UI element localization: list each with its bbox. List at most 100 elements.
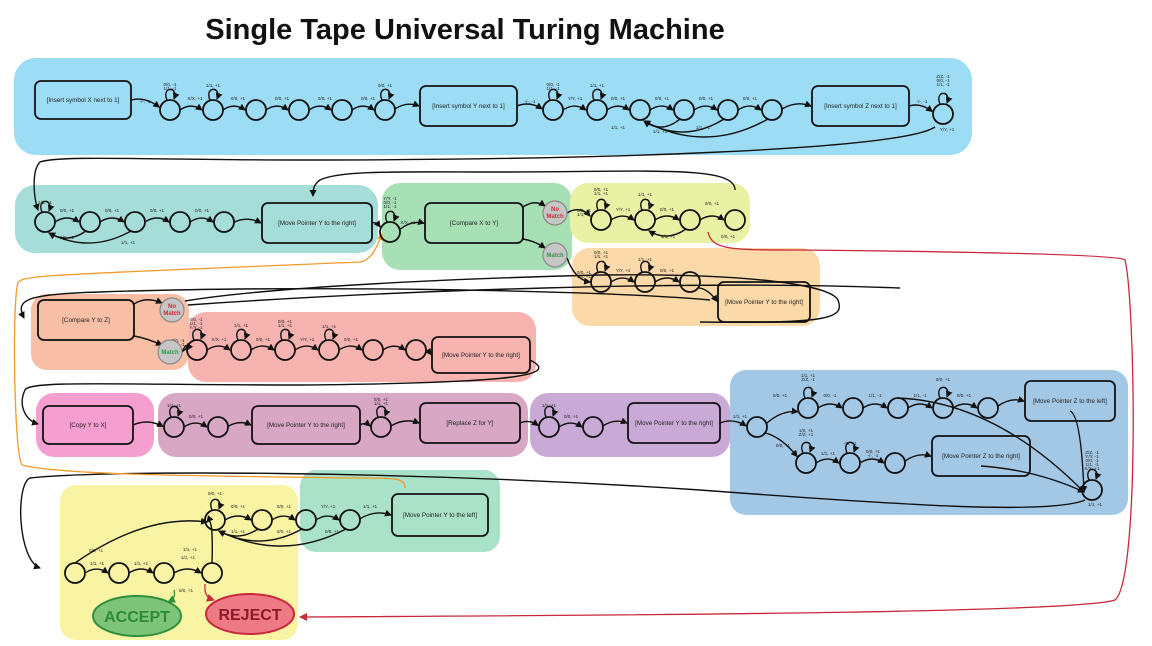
state-i3[interactable]: [370, 416, 392, 438]
transition-arrow: [227, 419, 252, 428]
match-node-xy[interactable]: [542, 242, 568, 268]
state-g3[interactable]: [679, 271, 701, 293]
transition-label: X/X, +1: [211, 337, 227, 342]
transition-label: 0/0, -1: [171, 338, 184, 343]
state-k9[interactable]: [884, 452, 906, 474]
transition-label: 1/0, +1: [799, 428, 814, 433]
transition-arrow: [222, 103, 246, 111]
process-box-mvY1[interactable]: [261, 202, 373, 244]
process-box-insZ[interactable]: [811, 85, 910, 127]
transition-label: 0/0, +1: [179, 588, 194, 593]
transition-label: -/-, -1: [868, 453, 879, 458]
self-loop-arrow: [324, 328, 339, 341]
transition-arrow: [189, 215, 214, 223]
process-box-mvZL[interactable]: [1024, 380, 1116, 422]
state-c1[interactable]: [932, 103, 954, 125]
transition-arrow: [99, 215, 125, 223]
no-match-node-xy[interactable]: [542, 200, 568, 226]
transition-arrow-back: [206, 515, 214, 564]
transition-label: 0/0, +1: [150, 208, 165, 213]
self-loop-arrow: [192, 328, 207, 341]
accept-state[interactable]: [92, 595, 182, 637]
transition-label: 0/0, +1: [773, 393, 788, 398]
process-box-cmpYZ[interactable]: [37, 299, 135, 341]
transition-label: 1/1, -1: [913, 393, 926, 398]
transition-label: 0/0, +1: [361, 96, 376, 101]
state-e1[interactable]: [379, 221, 401, 243]
reject-state[interactable]: [205, 593, 295, 635]
transition-label: 1/1, -1: [546, 86, 559, 91]
process-box-mvZR[interactable]: [931, 435, 1031, 477]
state-j2[interactable]: [582, 416, 604, 438]
transition-label: Y/Y, +1: [616, 207, 631, 212]
transition-arrow-back: [648, 228, 687, 238]
transition-arrow: [308, 103, 332, 111]
transition-arrow: [698, 287, 718, 303]
self-loop-arrow: [596, 260, 611, 273]
transition-label: 1/1, -1: [868, 393, 881, 398]
process-box-mvY5[interactable]: [251, 405, 361, 445]
state-l4[interactable]: [339, 509, 361, 531]
transition-label: -/-, -1: [917, 99, 928, 104]
transition-label: 1/1, +1: [322, 324, 337, 329]
region-move-z: [730, 370, 1128, 515]
process-box-mvY2[interactable]: [717, 281, 811, 323]
self-loop-arrow: [380, 88, 395, 101]
transition-arrow: [859, 456, 885, 464]
self-loop-arrow: [640, 260, 655, 273]
state-i2[interactable]: [207, 416, 229, 438]
transition-label: 1/1, +1: [121, 240, 136, 245]
connector-insert-to-move: [32, 126, 936, 211]
transition-arrow: [516, 102, 543, 110]
transition-arrow: [179, 103, 203, 111]
transition-label: 0/0, -1: [1085, 458, 1098, 463]
transition-label: 1/1, +1: [594, 254, 609, 259]
reject-arrow: [204, 583, 215, 602]
process-box-mvY4[interactable]: [431, 336, 531, 374]
state-f4[interactable]: [724, 209, 746, 231]
transition-arrow-back: [1069, 410, 1088, 493]
process-box-label: [Move Pointer Y to the right]: [725, 299, 803, 306]
process-box-insY[interactable]: [419, 85, 518, 127]
transition-label: X/X, +1: [1084, 466, 1100, 471]
transition-arrow-back: [643, 118, 769, 138]
transition-arrow: [183, 420, 208, 428]
match-node-yz[interactable]: [157, 339, 183, 365]
transition-arrow: [699, 213, 725, 221]
self-loop-arrow: [640, 198, 655, 211]
transition-label: 1/1, +1: [90, 561, 105, 566]
process-box-repl[interactable]: [419, 402, 521, 444]
process-box-cmpXY[interactable]: [424, 202, 524, 244]
transition-label: 1/1, +1: [577, 274, 592, 279]
nomatch-to-state: [566, 208, 591, 217]
outcomes: ACCEPT REJECT: [92, 583, 295, 637]
accept-label: ACCEPT: [104, 609, 170, 626]
transition-arrow: [315, 513, 340, 521]
transition-label: 1/1, +1: [167, 403, 182, 408]
transition-label: -/-, -1: [140, 99, 151, 104]
transition-arrow: [610, 275, 635, 283]
no-match-label-xy-2: Match: [546, 214, 564, 220]
self-loop-arrow: [236, 328, 251, 341]
state-b6[interactable]: [761, 99, 783, 121]
process-box-label: [Move Pointer Y to the right]: [267, 422, 345, 429]
process-box-mvYL[interactable]: [391, 493, 489, 537]
transition-label: X/X, +1: [400, 220, 416, 225]
transition-arrow: [519, 419, 539, 427]
transition-label: Y/Y, -1: [383, 196, 397, 201]
state-k6[interactable]: [977, 397, 999, 419]
transition-arrow: [132, 420, 164, 428]
region-replace: [158, 393, 528, 457]
transition-label: 0/0, +1: [344, 337, 359, 342]
process-box-copy[interactable]: [42, 405, 134, 445]
self-loop-arrow: [280, 328, 295, 341]
state-k1[interactable]: [746, 416, 768, 438]
no-match-node-yz[interactable]: [159, 297, 185, 323]
transition-arrow: [206, 343, 231, 351]
process-box-insX[interactable]: [34, 80, 132, 120]
process-box-mvY3[interactable]: [627, 402, 721, 444]
state-a6[interactable]: [374, 99, 396, 121]
transition-label: 1/1, +1: [611, 125, 626, 130]
transition-arrow: [130, 98, 161, 108]
transition-label: X/X, +1: [187, 96, 203, 101]
